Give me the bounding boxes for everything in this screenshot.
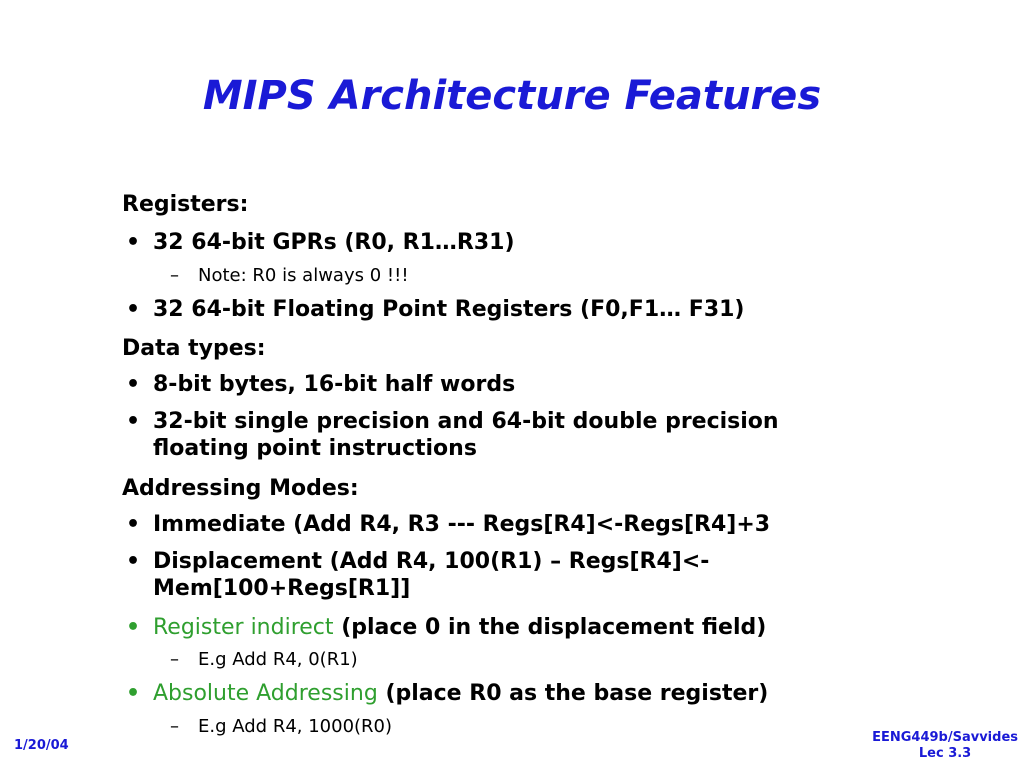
bullet-icon: • <box>126 681 141 706</box>
fprs-text: 32 64-bit Floating Point Registers (F0,F… <box>153 297 745 322</box>
registers-heading: Registers: <box>122 192 249 217</box>
slide-title: MIPS Architecture Features <box>202 73 822 119</box>
dash-icon: – <box>170 716 179 737</box>
data-types-heading: Data types: <box>122 336 266 361</box>
absolute-example-text: E.g Add R4, 1000(R0) <box>198 716 393 737</box>
bytes-text: 8-bit bytes, 16-bit half words <box>153 372 516 397</box>
gprs-note-text: Note: R0 is always 0 !!! <box>198 265 409 286</box>
dash-icon: – <box>170 265 179 286</box>
register-indirect-desc: (place 0 in the displacement field) <box>333 615 767 640</box>
footer-course-info: EENG449b/Savvides Lec 3.3 <box>872 730 1018 762</box>
bullet-icon: • <box>126 615 141 640</box>
gprs-text: 32 64-bit GPRs (R0, R1…R31) <box>153 230 515 255</box>
register-indirect-example-text: E.g Add R4, 0(R1) <box>198 649 358 670</box>
footer-lecture: Lec 3.3 <box>918 746 972 761</box>
dash-icon: – <box>170 649 179 670</box>
immediate-text: Immediate (Add R4, R3 --- Regs[R4]<-Regs… <box>153 512 771 537</box>
bullet-icon: • <box>126 409 141 434</box>
footer-date: 1/20/04 <box>14 738 69 753</box>
bullet-icon: • <box>126 512 141 537</box>
bullet-icon: • <box>126 372 141 397</box>
absolute-text: Absolute Addressing (place R0 as the bas… <box>153 680 768 707</box>
bullet-icon: • <box>126 297 141 322</box>
bullet-icon: • <box>126 549 141 574</box>
displacement-line1-text: Displacement (Add R4, 100(R1) – Regs[R4]… <box>153 549 710 574</box>
absolute-desc: (place R0 as the base register) <box>377 681 769 706</box>
footer-course: EENG449b/Savvides <box>872 730 1018 745</box>
register-indirect-term: Register indirect <box>153 615 334 640</box>
addressing-heading: Addressing Modes: <box>122 476 359 501</box>
fp-line1-text: 32-bit single precision and 64-bit doubl… <box>153 409 779 434</box>
displacement-line2-text: Mem[100+Regs[R1]] <box>153 576 411 601</box>
absolute-term: Absolute Addressing <box>153 681 378 706</box>
register-indirect-text: Register indirect (place 0 in the displa… <box>153 614 766 641</box>
fp-line2-text: floating point instructions <box>153 436 477 461</box>
bullet-icon: • <box>126 230 141 255</box>
